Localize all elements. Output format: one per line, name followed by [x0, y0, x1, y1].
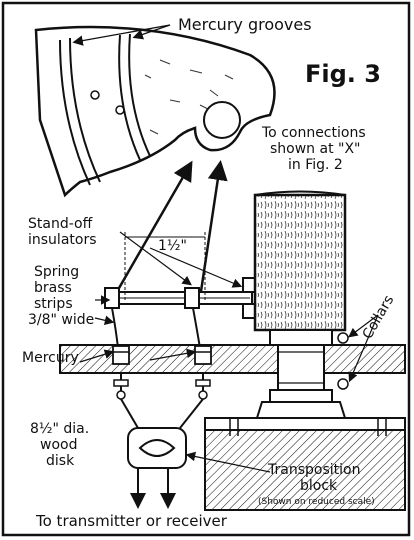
- label-connections-2: shown at "X": [270, 141, 361, 157]
- label-standoff-1: Stand-off: [28, 216, 93, 232]
- transposition-block: [120, 398, 204, 509]
- label-spring-2: brass: [34, 280, 72, 296]
- hatched-board: [59, 344, 406, 374]
- label-transposition-2: block: [300, 478, 338, 494]
- label-collars: Collars: [360, 293, 398, 342]
- wire-to-connections-1: [113, 160, 193, 296]
- label-spring-3: strips: [34, 296, 73, 312]
- label-disk-1: 8½" dia.: [30, 421, 89, 437]
- label-mercury-grooves: Mercury grooves: [178, 15, 312, 34]
- pedestal-base: [204, 401, 406, 511]
- figure-title: Fig. 3: [305, 60, 381, 88]
- label-mercury: Mercury: [22, 350, 79, 366]
- label-spring-4: 3/8" wide: [28, 312, 94, 328]
- label-disk-2: wood: [40, 437, 77, 453]
- label-reduced-scale: (Shown on reduced scale): [258, 497, 375, 507]
- label-spring-1: Spring: [34, 264, 79, 280]
- label-connections-1: To connections: [261, 125, 366, 141]
- disk-segment: [34, 25, 276, 198]
- leader-mercury-grooves-2: [132, 24, 171, 40]
- collars: [269, 329, 349, 403]
- label-transposition-1: Transposition: [267, 462, 360, 478]
- label-disk-3: disk: [46, 453, 75, 469]
- wire-to-connections-2: [198, 160, 228, 299]
- label-standoff-2: insulators: [28, 232, 97, 248]
- board-bolts: [113, 373, 211, 400]
- label-connections-3: in Fig. 2: [288, 157, 343, 173]
- spring-brass-strips: [111, 307, 201, 349]
- wood-mast: [253, 190, 347, 332]
- label-dimension: 1½": [158, 238, 187, 254]
- standoff-insulators: [104, 277, 256, 319]
- leader-mercury-grooves-1: [72, 24, 171, 46]
- label-bottom: To transmitter or receiver: [35, 512, 228, 530]
